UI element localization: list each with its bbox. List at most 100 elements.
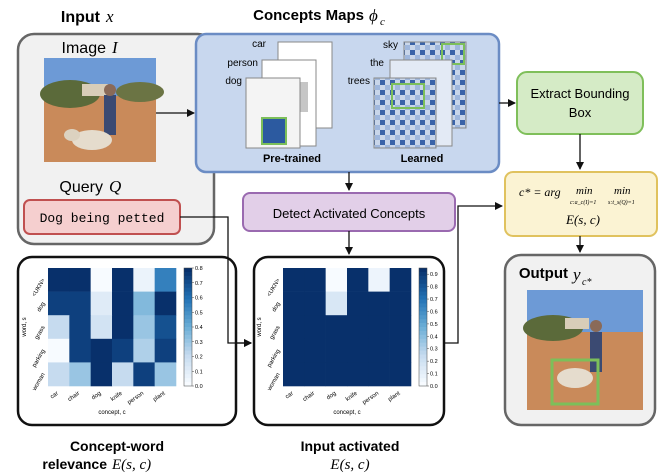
heatmap-cell <box>90 268 113 292</box>
colorbar-segment <box>419 319 427 324</box>
colorbar-tick-label: 0.0 <box>430 384 438 390</box>
colorbar-tick-label: 0.7 <box>195 281 203 287</box>
concepts-phi-sub: c <box>380 16 385 28</box>
heatmap-cell <box>347 268 369 292</box>
relevance-caption-1: Concept-word <box>70 438 164 454</box>
colorbar-segment <box>184 350 192 355</box>
colorbar-segment <box>419 330 427 336</box>
input-photo <box>40 58 164 162</box>
colorbar-segment <box>419 271 427 277</box>
heatmap-cell <box>368 315 390 340</box>
colorbar-frame <box>418 267 428 387</box>
heatmap-cell <box>347 362 369 387</box>
colorbar-segment <box>184 330 192 336</box>
colorbar-segment <box>184 334 192 340</box>
heatmap-cell <box>368 291 390 316</box>
colorbar-segment <box>419 291 427 296</box>
heatmap-ylabel: word, s <box>257 317 263 337</box>
heatmap-xtick: car <box>285 391 295 401</box>
heatmap-cell <box>389 362 412 387</box>
colorbar-segment <box>419 327 427 332</box>
colorbar-segment <box>419 295 427 300</box>
heatmap-cell <box>325 268 348 292</box>
colorbar-segment <box>184 307 192 312</box>
extract-box <box>516 71 644 135</box>
learned-label-1: sky <box>383 40 398 51</box>
colorbar-tick-label: 0.7 <box>430 297 438 303</box>
heatmap-cell <box>154 268 177 292</box>
heatmap-xlabel: concept, c <box>98 410 125 416</box>
heatmap-cell <box>69 315 91 340</box>
colorbar-segment <box>419 268 427 273</box>
heatmap-cell <box>133 362 155 387</box>
colorbar-segment <box>184 268 192 273</box>
heatmap-cell <box>347 315 369 340</box>
image-var: I <box>111 38 119 57</box>
detect-label: Detect Activated Concepts <box>273 206 426 221</box>
colorbar-tick-label: 0.1 <box>195 369 203 375</box>
heatmap-cell <box>69 268 91 292</box>
colorbar-segment <box>184 354 192 359</box>
colorbar-segment <box>419 370 427 375</box>
heatmap-cell <box>69 291 91 316</box>
colorbar-segment <box>184 299 192 304</box>
colorbar-tick-label: 0.4 <box>195 325 203 331</box>
formula-min2-sub: s:t_s(Q)=1 <box>608 199 635 206</box>
heatmap-cell <box>368 362 390 387</box>
colorbar-segment <box>184 342 192 348</box>
heatmap-cell <box>304 362 326 387</box>
output-title: Output <box>519 265 568 282</box>
colorbar-segment <box>419 366 427 371</box>
heatmap-cell <box>112 315 134 340</box>
heatmap-cell <box>154 338 177 363</box>
input-var: x <box>105 7 114 26</box>
colorbar-segment <box>184 291 192 296</box>
heatmap-ytick: dog <box>272 301 282 313</box>
colorbar-segment <box>184 366 192 371</box>
heatmap-cell <box>48 268 70 292</box>
heatmap-cell <box>368 268 390 292</box>
relevance-caption-2: relevance <box>42 456 107 472</box>
colorbar-segment <box>184 319 192 324</box>
colorbar-tick-label: 0.3 <box>430 347 438 353</box>
heatmap-cell <box>112 268 134 292</box>
colorbar-segment <box>184 323 192 328</box>
input-title: Input <box>61 9 101 26</box>
colorbar-tick-label: 0.5 <box>430 322 438 328</box>
heatmap-xtick: car <box>50 391 60 401</box>
heatmap-cell <box>304 315 326 340</box>
heatmap-cell <box>325 338 348 363</box>
colorbar-segment <box>419 323 427 328</box>
colorbar-segment <box>184 287 192 292</box>
query-text: Dog being petted <box>40 211 165 226</box>
colorbar-segment <box>419 279 427 285</box>
colorbar-segment <box>184 358 192 363</box>
heatmap-cell <box>90 315 113 340</box>
formula-body: E(s, c) <box>565 212 600 227</box>
colorbar-segment <box>184 374 192 379</box>
colorbar-tick-label: 0.2 <box>430 359 438 365</box>
heatmap-cell <box>154 291 177 316</box>
colorbar-segment <box>419 315 427 320</box>
colorbar-segment <box>419 338 427 344</box>
formula-min1-sub: c:a_c(I)=1 <box>570 199 596 206</box>
colorbar-segment <box>419 287 427 292</box>
heatmap-cell <box>48 315 70 340</box>
image-label: Image <box>62 40 107 57</box>
heatmap-cell <box>283 338 305 363</box>
colorbar-segment <box>419 303 427 308</box>
heatmap-cell <box>389 315 412 340</box>
colorbar-segment <box>184 346 192 351</box>
heatmap-ytick: dog <box>37 301 47 313</box>
heatmap-cell <box>90 362 113 387</box>
heatmap-cell <box>389 268 412 292</box>
learned-maps <box>373 41 467 149</box>
colorbar-segment <box>184 362 192 367</box>
extract-label-2: Box <box>569 105 592 120</box>
colorbar-tick-label: 0.3 <box>195 340 203 346</box>
heatmap-cell <box>304 291 326 316</box>
colorbar-segment <box>419 362 427 367</box>
pretrained-caption: Pre-trained <box>263 153 321 165</box>
colorbar-segment <box>184 370 192 375</box>
